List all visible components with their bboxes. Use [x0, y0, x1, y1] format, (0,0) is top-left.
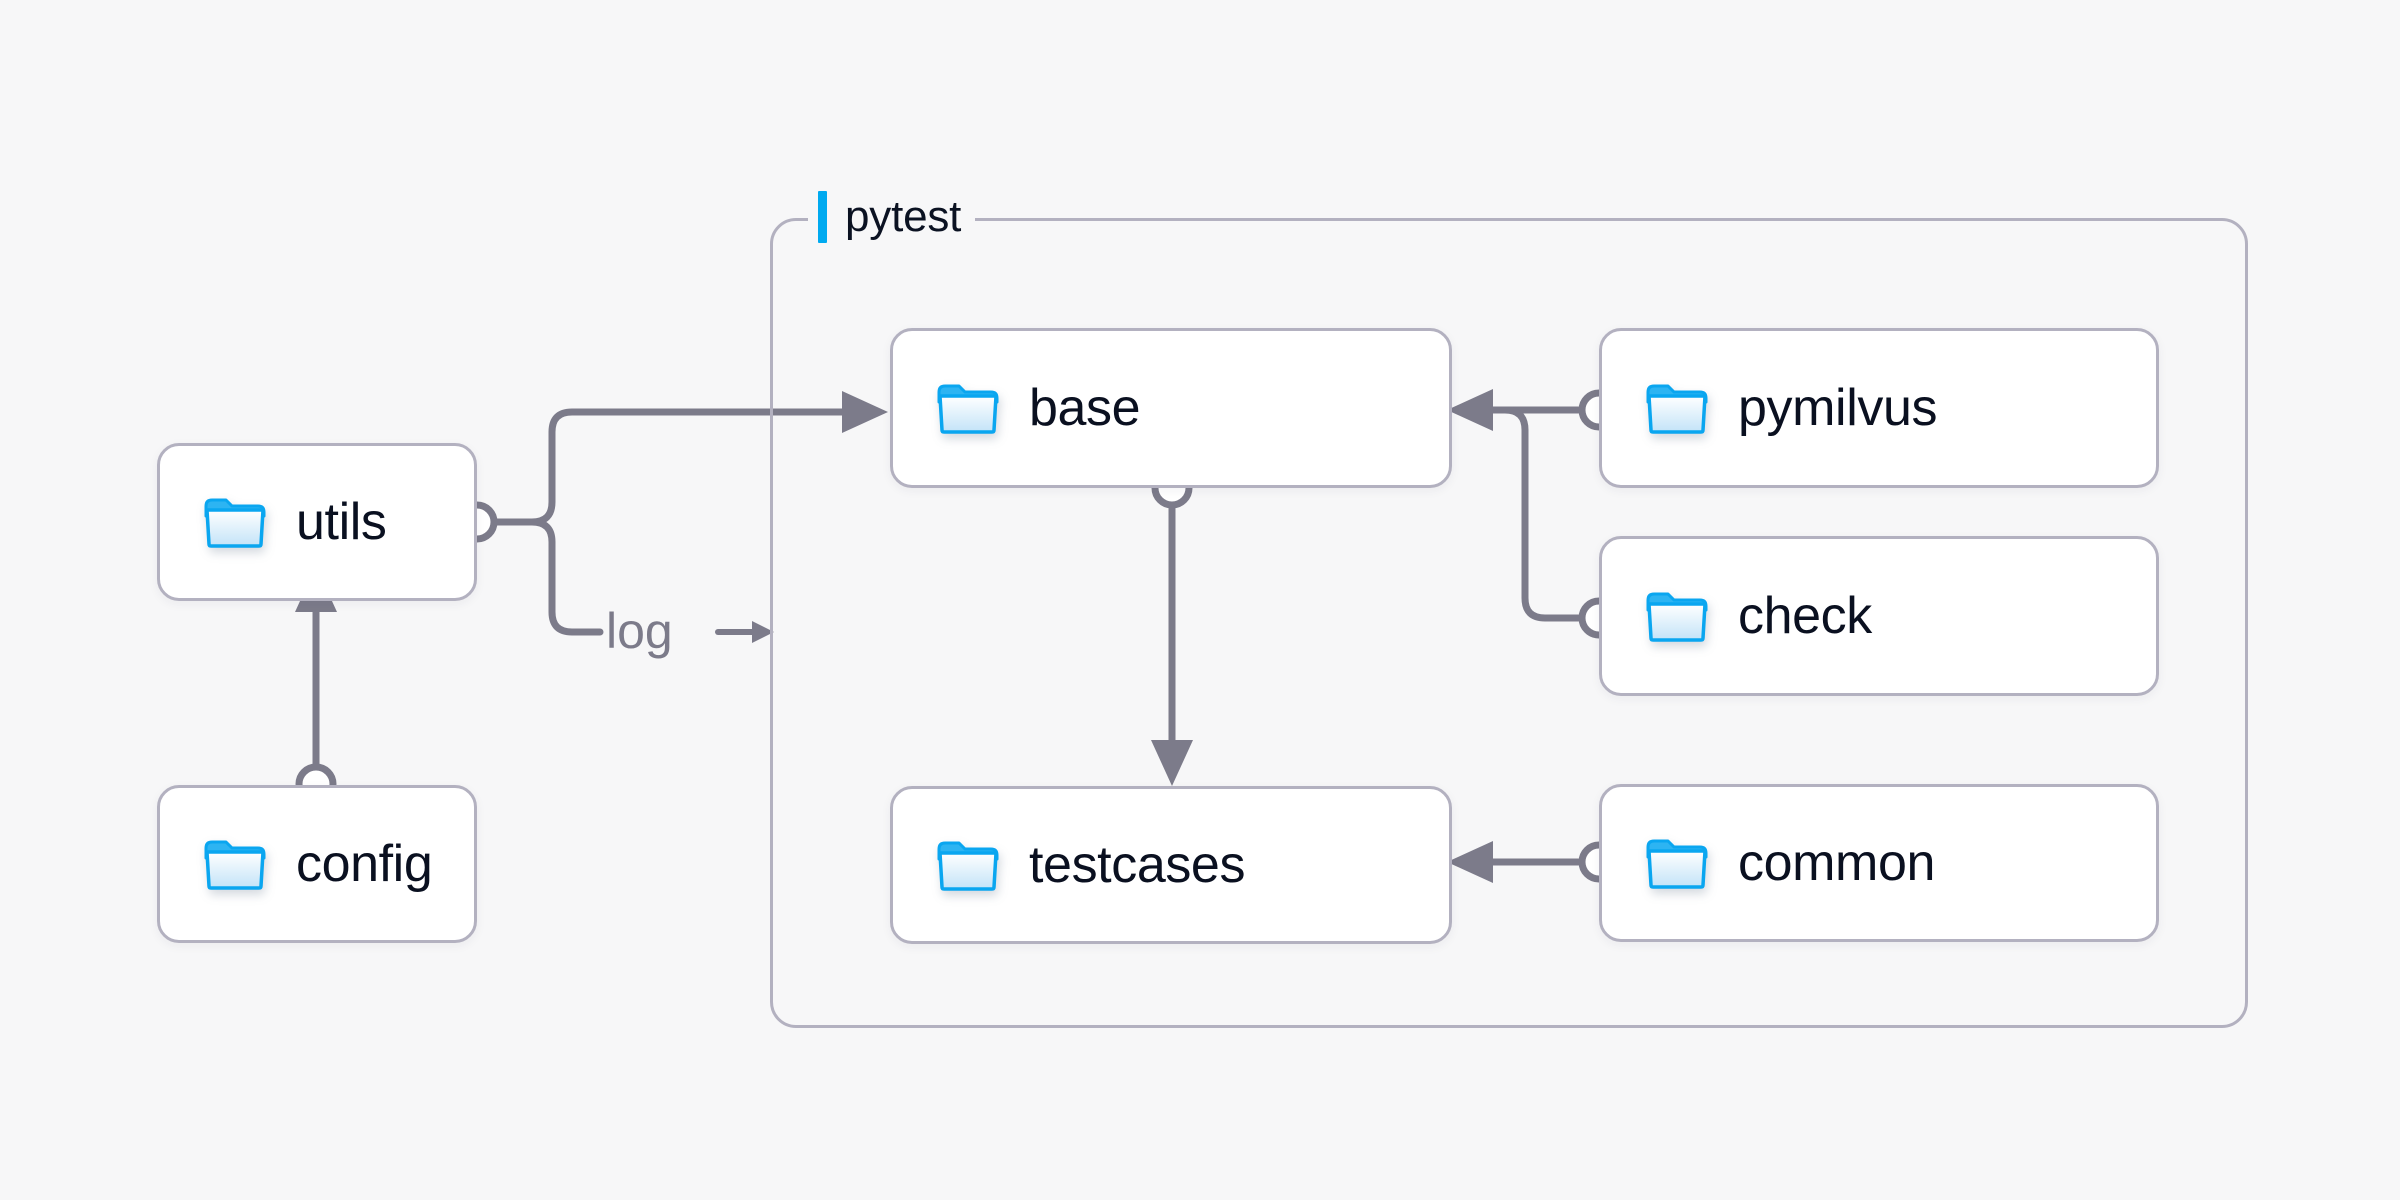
node-label-check: check — [1738, 587, 1872, 645]
pytest-group-box — [770, 218, 2248, 1028]
folder-icon — [1646, 382, 1708, 434]
edge-label-log: log — [606, 603, 673, 659]
node-check[interactable]: check — [1599, 536, 2159, 696]
pytest-group-label: pytest — [808, 186, 976, 248]
node-pymilvus[interactable]: pymilvus — [1599, 328, 2159, 488]
node-label-testcases: testcases — [1029, 836, 1246, 894]
group-label-text: pytest — [845, 192, 962, 241]
folder-icon — [1646, 837, 1708, 889]
node-config[interactable]: config — [157, 785, 477, 943]
edge-utils-log — [493, 518, 604, 636]
node-base[interactable]: base — [890, 328, 1452, 488]
folder-icon — [937, 382, 999, 434]
node-label-pymilvus: pymilvus — [1738, 379, 1938, 437]
node-common[interactable]: common — [1599, 784, 2159, 942]
folder-icon — [937, 839, 999, 891]
folder-icon — [1646, 590, 1708, 642]
node-label-common: common — [1738, 834, 1935, 892]
folder-icon — [204, 496, 266, 548]
node-testcases[interactable]: testcases — [890, 786, 1452, 944]
group-accent-bar — [818, 191, 827, 243]
node-label-config: config — [296, 835, 433, 893]
log-arrow-icon — [715, 621, 774, 643]
node-label-base: base — [1029, 379, 1141, 437]
node-utils[interactable]: utils — [157, 443, 477, 601]
node-label-utils: utils — [296, 493, 387, 551]
folder-icon — [204, 838, 266, 890]
